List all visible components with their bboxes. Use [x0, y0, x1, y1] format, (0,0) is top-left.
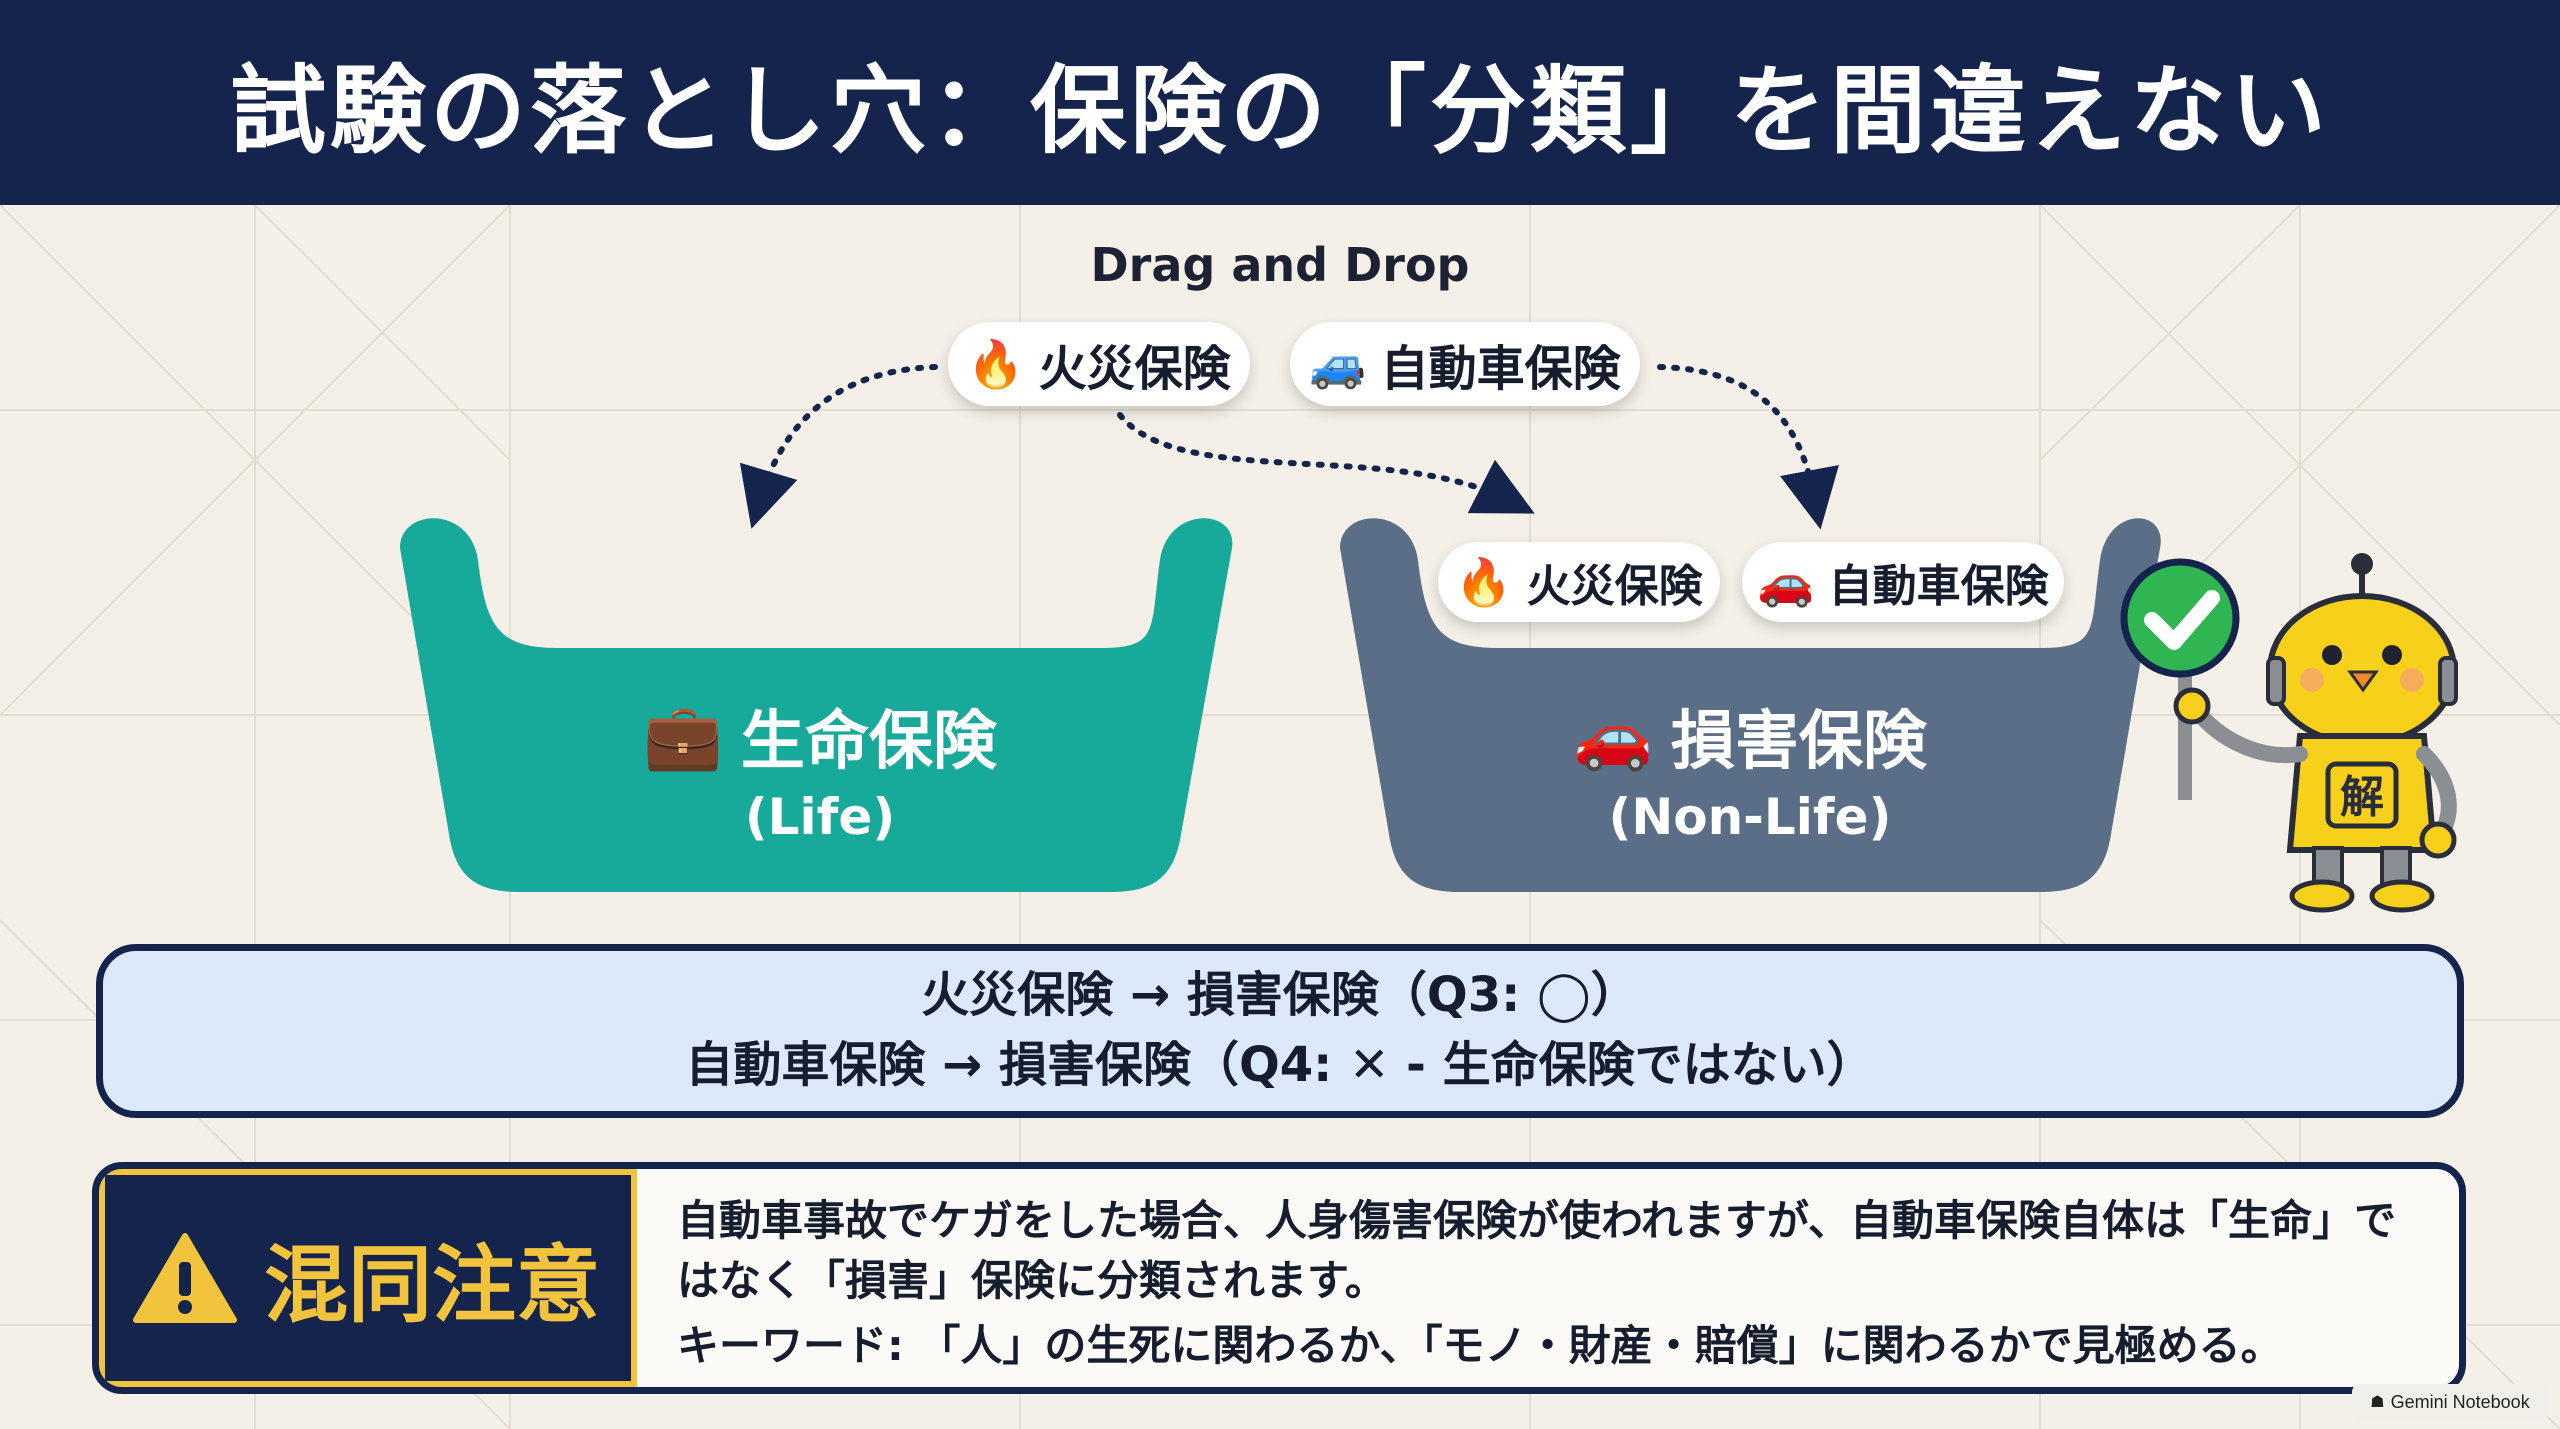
page-title: 試験の落とし穴：保険の「分類」を間違えない — [230, 55, 2330, 167]
caution-text-1: 自動車事故でケガをした場合、人身傷害保険が使われますが、自動車保険自体は「生命」… — [677, 1196, 2397, 1305]
chip-label: 火災保険 — [1526, 561, 1703, 612]
drag-and-drop-title: Drag and Drop — [1090, 238, 1470, 292]
life-label: 生命保険 — [740, 705, 997, 779]
car-icon: 🚙 — [1309, 337, 1367, 391]
life-sublabel: (Life) — [744, 788, 896, 846]
check-icon — [2144, 590, 2220, 650]
nonlife-basket-shape — [1340, 518, 2161, 892]
fire-icon: 🔥 — [967, 337, 1025, 391]
answer-line-1: 火災保険 → 損害保険（Q3: ◯） — [921, 967, 1639, 1024]
caution-text: 自動車事故でケガをした場合、人身傷害保険が使われますが、自動車保険自体は「生命」… — [637, 1169, 2459, 1387]
mascot-head — [2267, 593, 2457, 747]
car-shield-icon: 🚗 — [1757, 555, 1815, 609]
watermark: ☗ Gemini Notebook — [2352, 1384, 2548, 1420]
placed-chip-fire-insurance[interactable]: 🔥 火災保険 — [1438, 542, 1720, 622]
drag-chip-fire-insurance[interactable]: 🔥 火災保険 — [948, 322, 1250, 406]
placed-chip-auto-insurance[interactable]: 🚗 自動車保険 — [1742, 542, 2064, 622]
mascot: 解 — [2120, 553, 2458, 913]
caution-keyword: キーワード: 「人」の生死に関わるか、「モノ・財産・賠償」に関わるかで見極める。 — [677, 1321, 2283, 1371]
answer-box: 火災保険 → 損害保険（Q3: ◯） 自動車保険 → 損害保険（Q4: ✕ - … — [96, 944, 2464, 1118]
answer-line-2: 自動車保険 → 損害保険（Q4: ✕ - 生命保険ではない） — [685, 1037, 1875, 1093]
warning-icon — [132, 1233, 237, 1323]
caution-header: 混同注意 — [99, 1169, 637, 1387]
fire-icon: 🔥 — [1455, 555, 1513, 609]
car-shield-icon: 🚗 — [1573, 699, 1653, 774]
chip-label: 自動車保険 — [1380, 341, 1621, 397]
nonlife-basket-label: 🚗 損害保険 (Non-Life) — [1450, 690, 2050, 847]
briefcase-heart-icon: 💼 — [643, 699, 723, 774]
caution-box: 混同注意 自動車事故でケガをした場合、人身傷害保険が使われますが、自動車保険自体… — [92, 1162, 2466, 1394]
chip-label: 自動車保険 — [1828, 561, 2049, 612]
drag-chip-auto-insurance[interactable]: 🚙 自動車保険 — [1290, 322, 1640, 406]
notebook-icon: ☗ — [2370, 1394, 2385, 1411]
check-sign — [2120, 558, 2240, 678]
watermark-text: Gemini Notebook — [2390, 1391, 2530, 1412]
mascot-sign-text: 解 — [2340, 772, 2384, 823]
title-bar: 試験の落とし穴：保険の「分類」を間違えない — [0, 0, 2560, 205]
chip-label: 火災保険 — [1038, 341, 1231, 397]
nonlife-sublabel: (Non-Life) — [1608, 788, 1892, 846]
nonlife-label: 損害保険 — [1670, 705, 1927, 779]
life-basket-label: 💼 生命保険 (Life) — [520, 690, 1120, 847]
sign-stick — [2178, 650, 2192, 800]
caution-label: 混同注意 — [263, 1235, 600, 1334]
